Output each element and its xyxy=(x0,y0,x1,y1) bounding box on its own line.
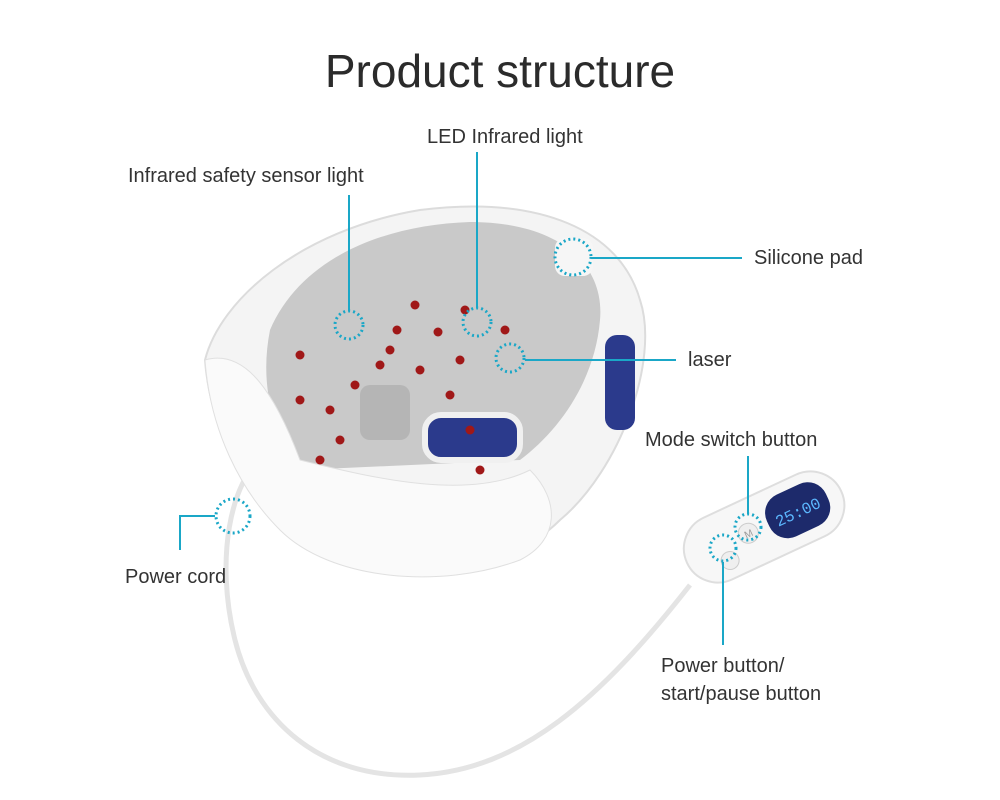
label-power-cord: Power cord xyxy=(125,566,227,588)
led-dot xyxy=(460,305,470,315)
led-dot xyxy=(410,300,420,310)
power-cord xyxy=(223,452,692,778)
led-dot xyxy=(375,360,385,370)
page-title: Product structure xyxy=(324,45,676,97)
led-dot xyxy=(335,435,345,445)
led-dot xyxy=(385,345,395,355)
helmet-front-rim xyxy=(204,357,552,578)
power-button[interactable] xyxy=(718,549,742,573)
label-mode-switch-button: Mode switch button xyxy=(645,429,818,451)
silicone-pad-shape xyxy=(555,238,593,276)
callouts xyxy=(179,152,763,645)
label-silicone-pad: Silicone pad xyxy=(754,247,863,269)
led-dot xyxy=(455,355,465,365)
remote-control: 25:00 M xyxy=(682,470,846,584)
led-dot xyxy=(350,380,360,390)
label-infrared-safety-sensor: Infrared safety sensor light xyxy=(128,165,364,187)
led-dot xyxy=(475,465,485,475)
center-pad xyxy=(360,385,410,440)
led-dots xyxy=(295,300,510,475)
lcd-display xyxy=(765,482,831,539)
label-power-button: Power button/ xyxy=(661,655,785,677)
led-dot xyxy=(392,325,402,335)
led-dot xyxy=(415,365,425,375)
led-dot xyxy=(445,390,455,400)
laser-window xyxy=(422,412,523,463)
led-dot xyxy=(500,325,510,335)
led-dot xyxy=(295,395,305,405)
led-dot xyxy=(295,350,305,360)
led-dot xyxy=(315,455,325,465)
led-dot xyxy=(433,327,443,337)
label-laser: laser xyxy=(688,349,732,371)
led-dot xyxy=(325,405,335,415)
side-blue-panel xyxy=(605,335,635,430)
label-led-infrared-light: LED Infrared light xyxy=(427,126,583,148)
label-start-pause-button: start/pause button xyxy=(661,683,822,705)
led-dot xyxy=(465,425,475,435)
